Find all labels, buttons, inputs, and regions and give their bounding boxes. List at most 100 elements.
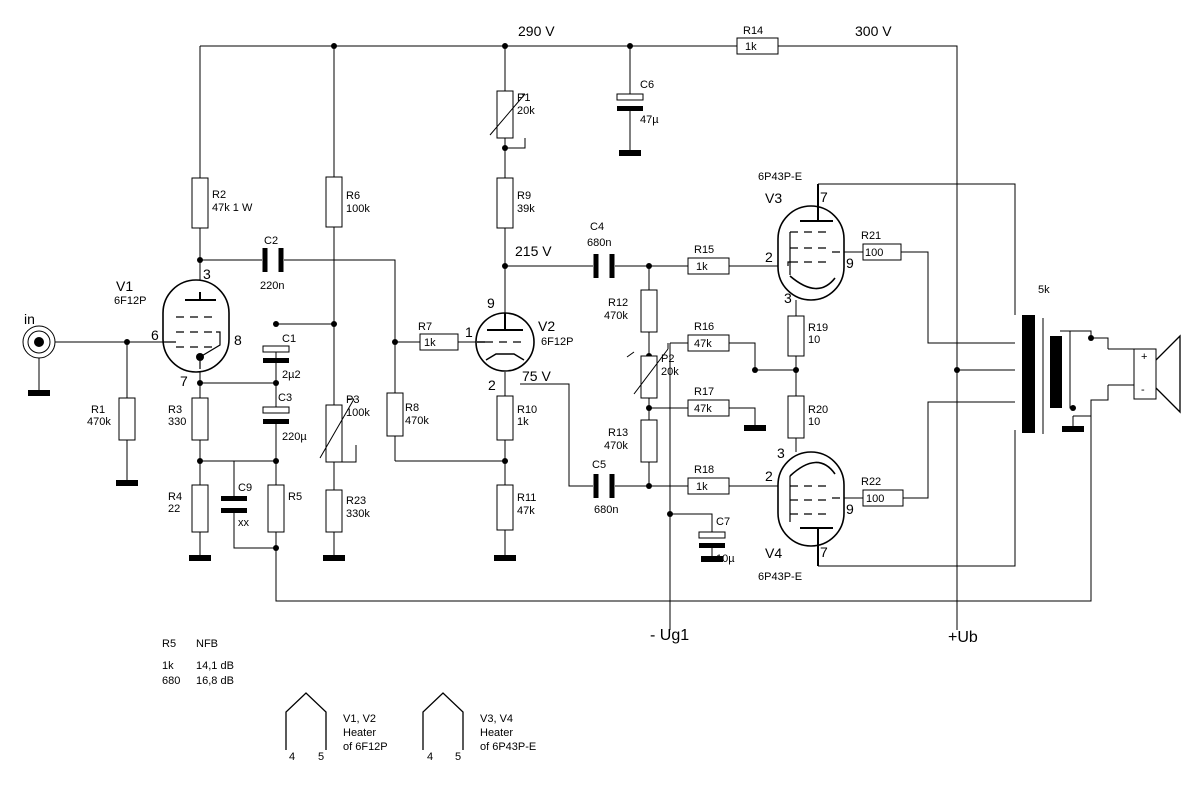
P2-pot (626, 343, 669, 399)
V1-pin-3: 3 (203, 266, 211, 282)
V1-type: 6F12P (114, 295, 146, 307)
R20-name: R20 (808, 404, 828, 416)
C5-name: C5 (592, 459, 606, 471)
heater2-line2: Heater (480, 727, 513, 739)
R5-body (267, 484, 285, 533)
P3-name: P3 (346, 394, 359, 406)
wires (55, 45, 1109, 630)
R15-value: 1k (696, 261, 708, 273)
V3-pin-7: 7 (820, 189, 828, 205)
C7-name: C7 (716, 516, 730, 528)
V3-type: 6P43P-E (758, 171, 802, 183)
tube-V4 (777, 451, 845, 566)
V3-pin-2: 2 (765, 249, 773, 265)
R10-body (496, 395, 514, 441)
V2-pin-1: 1 (465, 324, 473, 340)
R5-name: R5 (288, 491, 302, 503)
nfb-header-r5: R5 (162, 638, 176, 650)
P1-name: P1 (517, 92, 530, 104)
V4-pin-7: 7 (820, 544, 828, 560)
V2-name: V2 (538, 318, 555, 334)
speaker-minus: - (1141, 384, 1145, 396)
R8-name: R8 (405, 402, 419, 414)
R18-value: 1k (696, 481, 708, 493)
V2-pin-9: 9 (487, 295, 495, 311)
R21-body (862, 243, 902, 261)
R3-value: 330 (168, 416, 186, 428)
nfb-header-nfb: NFB (196, 638, 218, 650)
heater-symbol-2 (422, 692, 464, 750)
R2-value: 47k 1 W (212, 202, 253, 214)
R6-value: 100k (346, 203, 370, 215)
R9-value: 39k (517, 203, 535, 215)
heater2-pin-4: 4 (427, 751, 433, 763)
R4-body (191, 484, 209, 533)
tube-V2 (475, 312, 535, 372)
R7-value: 1k (424, 337, 436, 349)
capacitor-symbols (221, 93, 726, 548)
input-jack (22, 325, 56, 390)
speaker (1108, 334, 1181, 414)
V4-pin-2: 2 (765, 468, 773, 484)
R16-body (687, 334, 730, 352)
rail-215v-label: 215 V (515, 243, 552, 259)
R1-body (118, 397, 136, 441)
R15-name: R15 (694, 244, 714, 256)
R6-name: R6 (346, 190, 360, 202)
V3-name: V3 (765, 190, 782, 206)
R21-name: R21 (861, 230, 881, 242)
R23-body (325, 489, 343, 533)
C4-value: 680n (587, 237, 611, 249)
junction-dots (124, 43, 1094, 551)
speaker-plus: + (1141, 351, 1147, 363)
output-transformer (1022, 315, 1073, 434)
R2-body (191, 177, 209, 229)
C5-value: 680n (594, 504, 618, 516)
R13-body (640, 419, 658, 463)
R15-body (687, 257, 730, 275)
rail-290v-label: 290 V (518, 23, 555, 39)
R16-name: R16 (694, 321, 714, 333)
R7-name: R7 (418, 321, 432, 333)
R19-value: 10 (808, 334, 820, 346)
R22-name: R22 (861, 476, 881, 488)
R2-name: R2 (212, 189, 226, 201)
R22-body (862, 489, 904, 507)
R9-body (496, 177, 514, 229)
rail-75v-label: 75 V (522, 368, 551, 384)
P2-name: P2 (661, 353, 674, 365)
input-label: in (24, 311, 35, 327)
R17-value: 47k (694, 403, 712, 415)
P1-value: 20k (517, 105, 535, 117)
tube-V3 (777, 184, 845, 301)
R11-name: R11 (517, 492, 536, 504)
V1-pin-6: 6 (151, 327, 159, 343)
R19-name: R19 (808, 322, 828, 334)
R23-name: R23 (346, 495, 366, 507)
R19-body (787, 315, 805, 357)
nfb-row2-nfb: 16,8 dB (196, 675, 234, 687)
R12-value: 470k (604, 310, 628, 322)
R10-name: R10 (517, 404, 537, 416)
R16-value: 47k (694, 338, 712, 350)
rail-300v-label: 300 V (855, 23, 892, 39)
C6-value: 47µ (640, 114, 659, 126)
V4-type: 6P43P-E (758, 571, 802, 583)
V4-name: V4 (765, 545, 782, 561)
C7-value: 10µ (716, 553, 735, 565)
V4-pin-9: 9 (846, 501, 854, 517)
P2-value: 20k (661, 366, 679, 378)
R23-value: 330k (346, 508, 370, 520)
heater1-line2: Heater (343, 727, 376, 739)
R22-value: 100 (866, 493, 884, 505)
C9-value: xx (238, 517, 250, 529)
V3-pin-3: 3 (784, 290, 792, 306)
R17-name: R17 (694, 386, 714, 398)
R11-value: 47k (517, 505, 535, 517)
heater1-pin-5: 5 (318, 751, 324, 763)
heater1-pin-4: 4 (289, 751, 295, 763)
R18-name: R18 (694, 464, 714, 476)
C3-value: 220µ (282, 431, 307, 443)
